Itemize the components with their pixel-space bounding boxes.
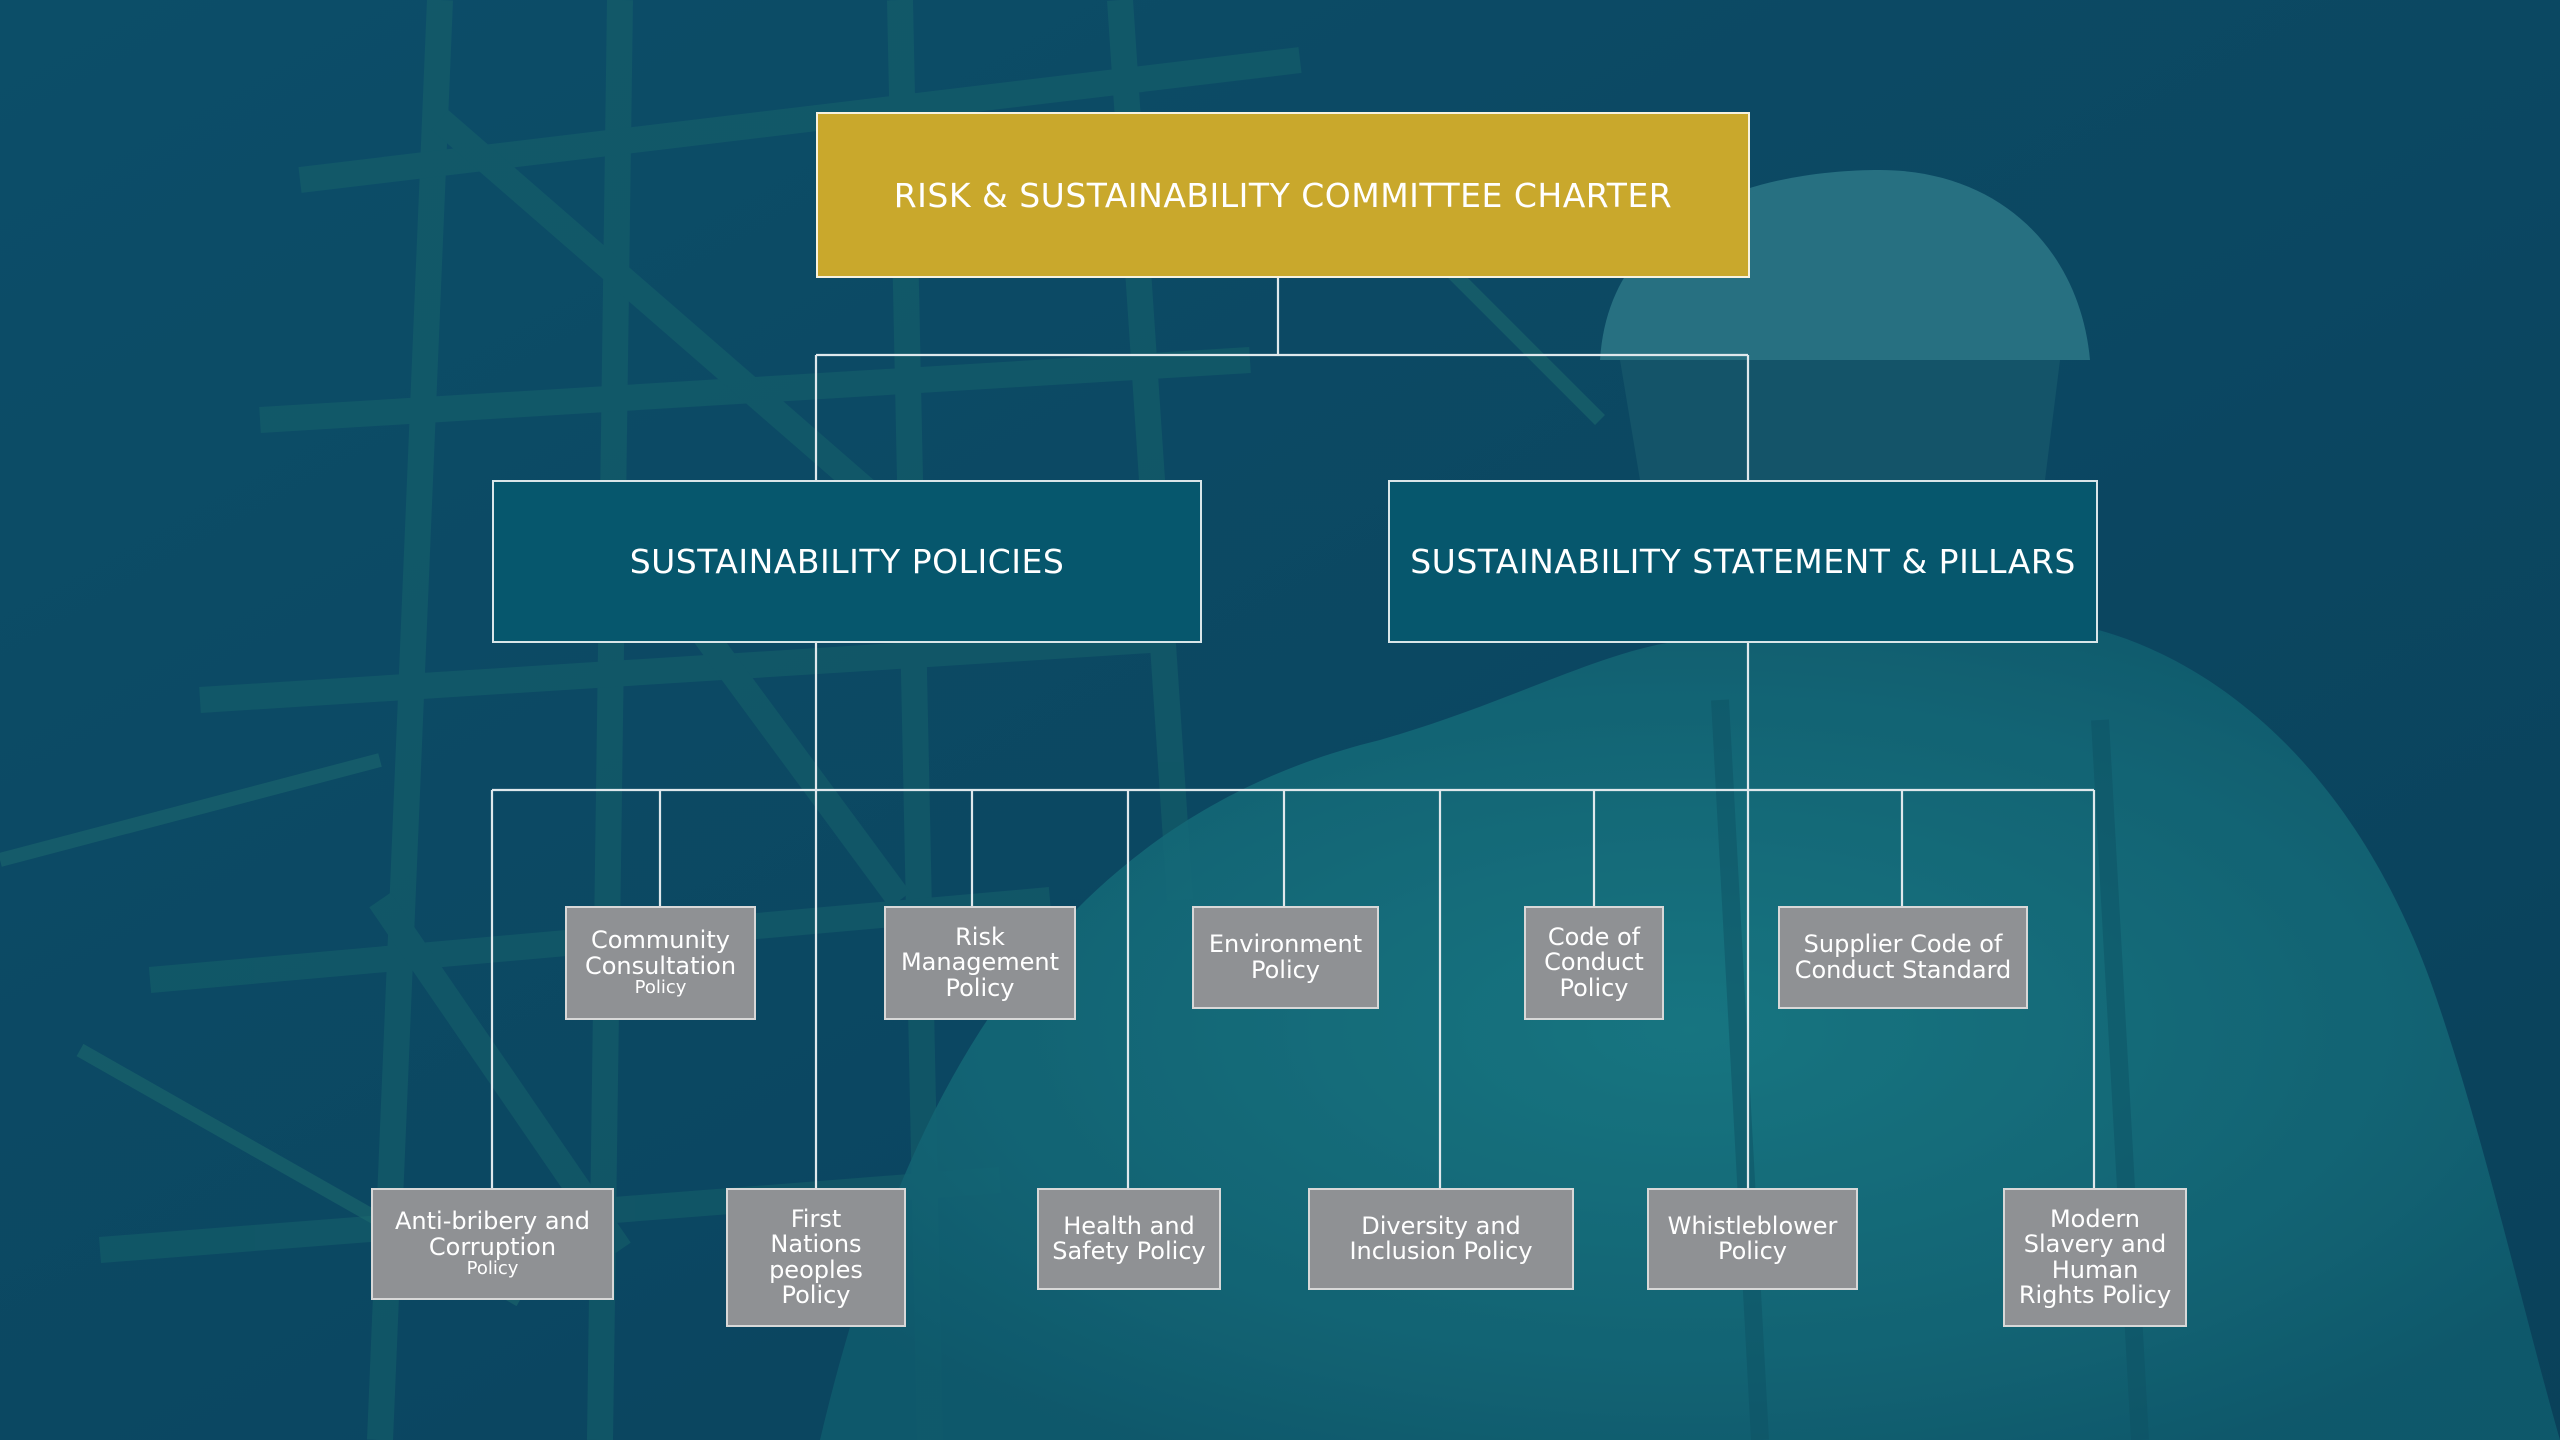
whistleblower-policy-label: Whistleblower Policy	[1667, 1211, 1838, 1265]
environment-policy-box: Environment Policy	[1192, 906, 1379, 1009]
first-nations-policy-box: First Nations peoples Policy	[726, 1188, 906, 1327]
anti-bribery-policy-label: Anti-bribery and Corruption	[395, 1207, 590, 1261]
sustainability-policies-box: SUSTAINABILITY POLICIES	[492, 480, 1202, 643]
anti-bribery-policy-box: Anti-bribery and Corruption Policy	[371, 1188, 614, 1300]
modern-slavery-policy-box: Modern Slavery and Human Rights Policy	[2003, 1188, 2187, 1327]
code-of-conduct-policy-label: Code of Conduct Policy	[1544, 922, 1644, 1002]
sustainability-statement-title: SUSTAINABILITY STATEMENT & PILLARS	[1410, 542, 2076, 581]
diversity-inclusion-policy-box: Diversity and Inclusion Policy	[1308, 1188, 1574, 1290]
whistleblower-policy-box: Whistleblower Policy	[1647, 1188, 1858, 1290]
sustainability-statement-box: SUSTAINABILITY STATEMENT & PILLARS	[1388, 480, 2098, 643]
health-safety-policy-box: Health and Safety Policy	[1037, 1188, 1221, 1290]
first-nations-policy-label: First Nations peoples Policy	[769, 1204, 863, 1309]
modern-slavery-policy-label: Modern Slavery and Human Rights Policy	[2018, 1204, 2172, 1309]
sustainability-policies-title: SUSTAINABILITY POLICIES	[629, 542, 1065, 581]
risk-management-policy-box: Risk Management Policy	[884, 906, 1076, 1020]
anti-bribery-policy-sublabel: Policy	[466, 1257, 519, 1279]
charter-title: RISK & SUSTAINABILITY COMMITTEE CHARTER	[893, 175, 1673, 215]
community-consultation-policy-sublabel: Policy	[634, 976, 687, 998]
charter-box: RISK & SUSTAINABILITY COMMITTEE CHARTER	[816, 112, 1750, 278]
code-of-conduct-policy-box: Code of Conduct Policy	[1524, 906, 1664, 1020]
health-safety-policy-label: Health and Safety Policy	[1052, 1211, 1206, 1265]
community-consultation-policy-box: Community Consultation Policy	[565, 906, 756, 1020]
supplier-code-of-conduct-label: Supplier Code of Conduct Standard	[1794, 930, 2012, 984]
supplier-code-of-conduct-box: Supplier Code of Conduct Standard	[1778, 906, 2028, 1009]
environment-policy-label: Environment Policy	[1208, 930, 1363, 984]
diversity-inclusion-policy-label: Diversity and Inclusion Policy	[1349, 1211, 1533, 1265]
risk-management-policy-label: Risk Management Policy	[900, 922, 1060, 1002]
community-consultation-policy-label: Community Consultation	[584, 926, 737, 980]
